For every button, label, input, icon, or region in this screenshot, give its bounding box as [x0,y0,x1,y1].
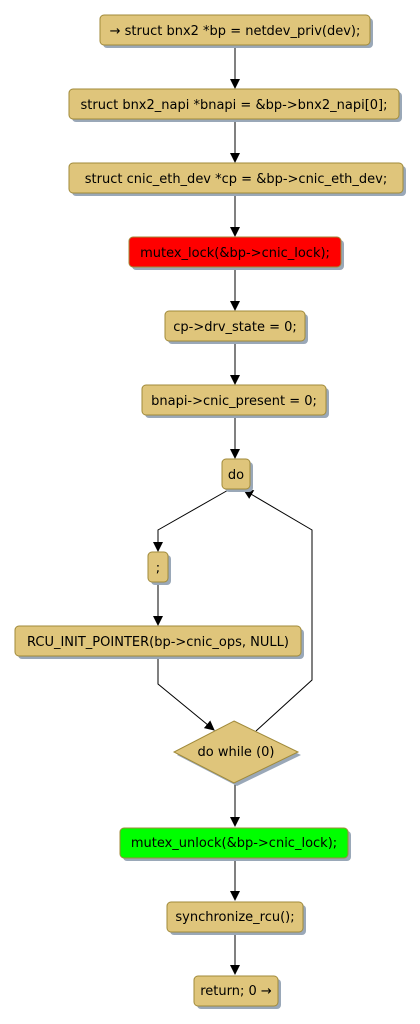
node-start-label: → struct bnx2 *bp = netdev_priv(dev); [110,24,361,39]
node-do-while-label: do while (0) [198,745,275,760]
node-do: do [221,458,253,492]
node-semicolon: ; [147,551,171,585]
node-cnic-present-label: bnapi->cnic_present = 0; [151,394,317,409]
node-cp-decl-label: struct cnic_eth_dev *cp = &bp->cnic_eth_… [85,172,387,187]
node-bnapi-decl: struct bnx2_napi *bnapi = &bp->bnx2_napi… [68,88,402,122]
node-rcu-init: RCU_INIT_POINTER(bp->cnic_ops, NULL) [14,625,304,659]
node-start: → struct bnx2 *bp = netdev_priv(dev); [99,14,373,48]
node-return: return; 0 → [193,975,281,1009]
node-mutex-unlock-label: mutex_unlock(&bp->cnic_lock); [131,836,337,851]
node-mutex-lock-label: mutex_lock(&bp->cnic_lock); [140,246,330,261]
node-mutex-lock: mutex_lock(&bp->cnic_lock); [128,236,344,270]
edges [153,45,313,975]
edge-dowhile-loopback [243,489,313,732]
node-mutex-unlock: mutex_unlock(&bp->cnic_lock); [119,827,351,861]
node-semicolon-label: ; [156,561,160,576]
nodes: → struct bnx2 *bp = netdev_priv(dev); st… [14,14,406,1009]
node-drv-state: cp->drv_state = 0; [164,310,308,344]
node-bnapi-decl-label: struct bnx2_napi *bnapi = &bp->bnx2_napi… [80,98,387,113]
node-rcu-init-label: RCU_INIT_POINTER(bp->cnic_ops, NULL) [27,635,289,650]
node-sync-rcu-label: synchronize_rcu(); [175,910,294,925]
edge-do-semicolon [153,488,231,552]
node-drv-state-label: cp->drv_state = 0; [173,320,297,335]
edge-rcu-dowhile [157,656,215,731]
node-do-label: do [228,468,244,483]
node-cnic-present: bnapi->cnic_present = 0; [141,384,329,418]
node-do-while: do while (0) [172,720,301,786]
node-return-label: return; 0 → [200,984,272,999]
node-sync-rcu: synchronize_rcu(); [166,901,306,935]
node-cp-decl: struct cnic_eth_dev *cp = &bp->cnic_eth_… [68,162,406,196]
